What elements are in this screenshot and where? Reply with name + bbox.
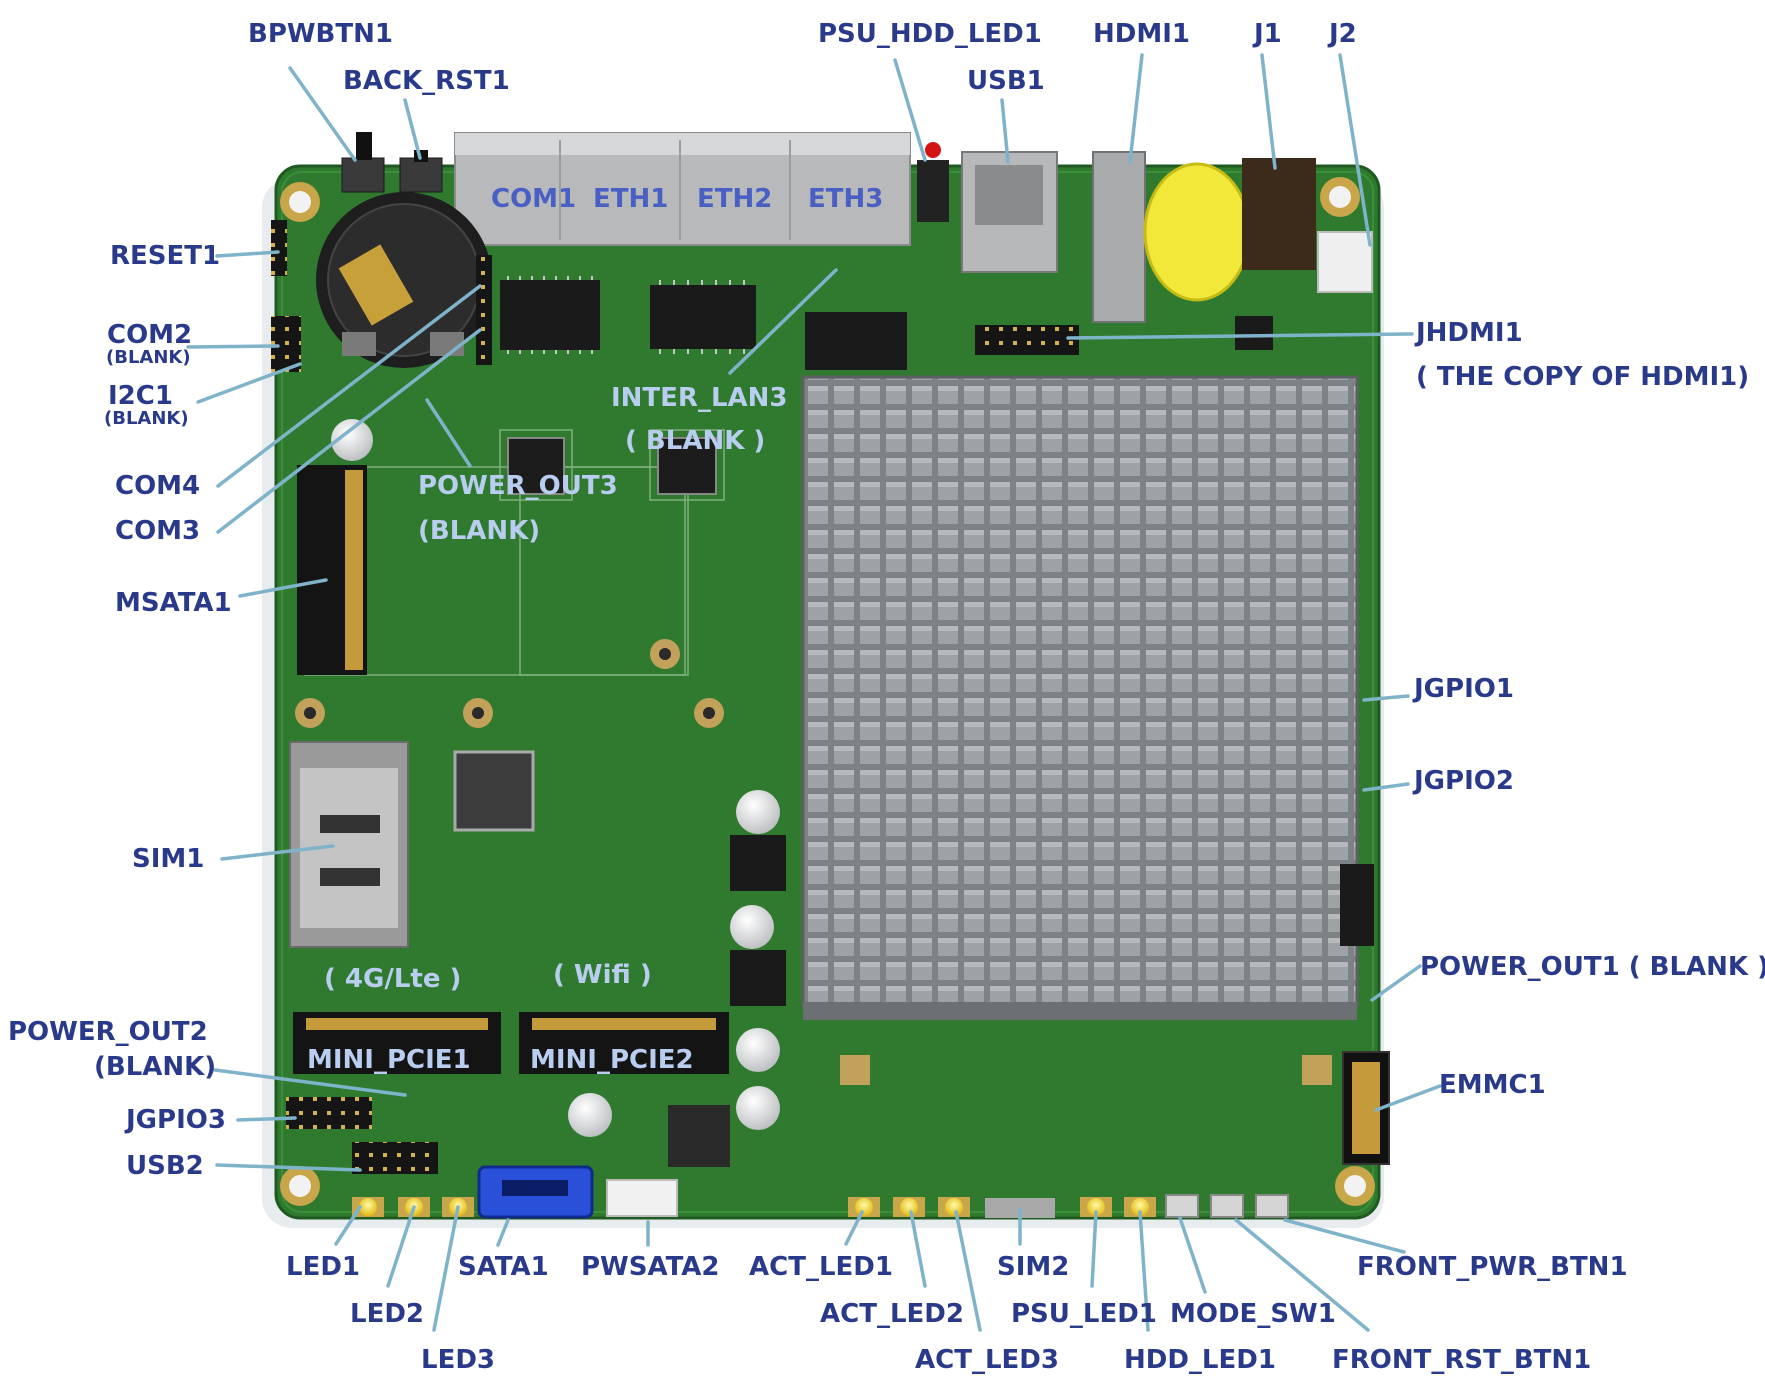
jgpio3-header	[286, 1097, 372, 1129]
com3-com4-headers	[476, 255, 492, 365]
label-emmc1: EMMC1	[1439, 1070, 1546, 1100]
label-reset1: RESET1	[110, 241, 221, 271]
label-hdd-led1: HDD_LED1	[1124, 1345, 1276, 1375]
label-inter-lan3-sub: ( BLANK )	[625, 426, 766, 456]
pwsata2-connector	[606, 1179, 678, 1217]
label-power-out2: POWER_OUT2	[8, 1017, 208, 1047]
psu-hdd-led1-connector	[917, 160, 949, 222]
label-i2c1: I2C1	[108, 381, 173, 411]
label-power-out3: POWER_OUT3	[418, 471, 618, 501]
label-psu-hdd-led1: PSU_HDD_LED1	[818, 19, 1042, 49]
label-front-pwr-btn1: FRONT_PWR_BTN1	[1357, 1252, 1628, 1282]
label-j1: J1	[1254, 19, 1282, 49]
power-out1-header	[1340, 864, 1374, 946]
hdmi1-connector	[1092, 151, 1146, 323]
label-mode-sw1: MODE_SW1	[1170, 1299, 1336, 1329]
label-com3: COM3	[115, 516, 201, 546]
bottom-switches	[1165, 1194, 1289, 1218]
label-jhdmi1-sub: ( THE COPY OF HDMI1)	[1416, 362, 1750, 392]
label-eth1: ETH1	[593, 184, 669, 214]
label-sim2: SIM2	[997, 1252, 1070, 1282]
label-jgpio1: JGPIO1	[1414, 674, 1514, 704]
psu-hdd-led1-indicator	[925, 142, 941, 158]
label-com4: COM4	[115, 471, 201, 501]
bpwbtn1-switch	[341, 157, 385, 193]
j1-battery	[1143, 162, 1251, 302]
reset1-header	[271, 220, 287, 276]
bpwbtn1-plunger	[356, 132, 372, 160]
label-wifi: ( Wifi )	[553, 960, 652, 990]
label-pwsata2: PWSATA2	[581, 1252, 720, 1282]
label-power-out3-sub: (BLANK)	[418, 516, 541, 546]
j1-dc-jack	[1242, 158, 1316, 270]
sim2-socket	[985, 1198, 1055, 1218]
label-eth3: ETH3	[808, 184, 884, 214]
label-led1: LED1	[286, 1252, 361, 1282]
label-back-rst1: BACK_RST1	[343, 66, 510, 96]
label-usb2: USB2	[126, 1151, 204, 1181]
back-rst1-switch	[399, 157, 443, 193]
com2-header	[271, 316, 301, 372]
capacitor	[331, 419, 373, 461]
mounting-holes	[280, 177, 1375, 1206]
label-hdmi1: HDMI1	[1093, 19, 1190, 49]
label-bpwbtn1: BPWBTN1	[248, 19, 393, 49]
label-act-led3: ACT_LED3	[915, 1345, 1059, 1375]
label-mini-pcie2: MINI_PCIE2	[530, 1045, 694, 1075]
label-power-out2-sub: (BLANK)	[94, 1052, 217, 1082]
label-led3: LED3	[421, 1345, 496, 1375]
label-jgpio2: JGPIO2	[1414, 766, 1514, 796]
label-i2c1-sub: (BLANK)	[104, 408, 189, 429]
label-front-rst-btn1: FRONT_RST_BTN1	[1332, 1345, 1592, 1375]
jhdmi1-header	[975, 325, 1079, 355]
label-led2: LED2	[350, 1299, 425, 1329]
label-eth2: ETH2	[697, 184, 773, 214]
ic-chips	[453, 276, 1273, 832]
heatsink-edge	[803, 1002, 1357, 1020]
label-mini-pcie1: MINI_PCIE1	[307, 1045, 471, 1075]
label-jgpio3: JGPIO3	[126, 1105, 226, 1135]
standoffs	[295, 639, 724, 728]
rear-io-block-top	[455, 133, 910, 155]
label-lte: ( 4G/Lte )	[324, 964, 462, 994]
usb2-header	[352, 1142, 438, 1174]
label-j2: J2	[1329, 19, 1357, 49]
leader-lines	[186, 53, 1442, 1332]
label-act-led2: ACT_LED2	[820, 1299, 964, 1329]
j2-connector	[1317, 231, 1373, 293]
label-sata1: SATA1	[458, 1252, 549, 1282]
label-power-out1: POWER_OUT1 ( BLANK )	[1420, 952, 1765, 982]
label-jhdmi1: JHDMI1	[1416, 318, 1523, 348]
label-act-led1: ACT_LED1	[749, 1252, 893, 1282]
label-inter-lan3: INTER_LAN3	[611, 383, 788, 413]
label-com2-sub: (BLANK)	[106, 347, 191, 368]
label-com2: COM2	[107, 320, 193, 350]
power-components	[568, 790, 786, 1167]
label-psu-led1: PSU_LED1	[1011, 1299, 1157, 1329]
label-msata1: MSATA1	[115, 588, 232, 618]
heatsink	[801, 375, 1359, 1009]
label-com1: COM1	[491, 184, 577, 214]
label-usb1: USB1	[967, 66, 1045, 96]
label-sim1: SIM1	[132, 844, 205, 874]
